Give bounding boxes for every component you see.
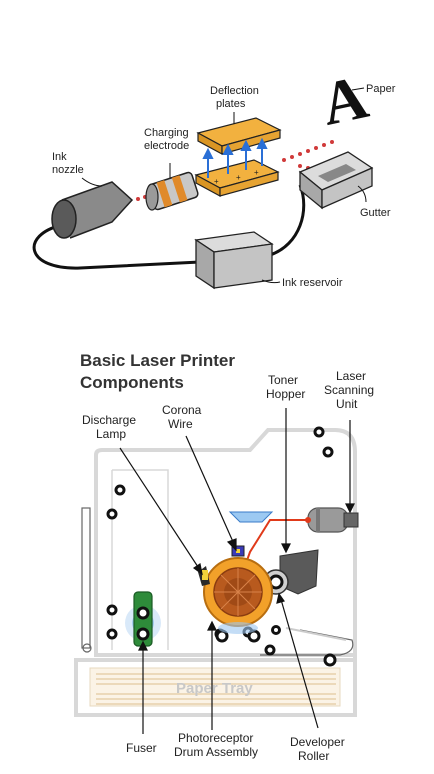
gutter — [300, 152, 372, 208]
label-ink-nozzle: Ink nozzle — [52, 151, 84, 176]
label-fuser: Fuser — [126, 741, 157, 755]
svg-text:+: + — [254, 168, 259, 177]
svg-text:+: + — [236, 173, 241, 182]
label-photoreceptor: Photoreceptor Drum Assembly — [174, 731, 258, 759]
laser-title: Basic Laser Printer Components — [80, 351, 240, 392]
roller-icon — [108, 630, 116, 638]
label-toner-hopper: Toner Hopper — [266, 373, 305, 401]
roller-icon — [325, 655, 335, 665]
ink-reservoir — [196, 232, 272, 288]
roller-icon — [108, 510, 116, 518]
label-corona-wire: Corona Wire — [162, 403, 205, 431]
svg-text:+: + — [214, 177, 219, 186]
laser-diagram: Basic Laser Printer Components Paper Tra… — [76, 351, 377, 763]
deflection-plates: + + + — [196, 118, 280, 196]
fuser — [125, 592, 161, 646]
inkjet-diagram: +++ A Ink nozzle Charg — [34, 63, 396, 289]
roller-icon — [266, 646, 274, 654]
label-charging-electrode: Charging electrode — [144, 127, 192, 152]
label-paper-tray: Paper Tray — [176, 680, 253, 697]
paper-glyph: A — [316, 63, 374, 139]
label-discharge-lamp: Discharge Lamp — [82, 413, 139, 441]
label-developer-roller: Developer Roller — [290, 735, 348, 763]
label-laser-scanning-unit: Laser Scanning Unit — [324, 369, 377, 411]
roller-icon — [324, 448, 332, 456]
roller-icon — [273, 627, 280, 634]
roller-icon — [315, 428, 323, 436]
charging-electrode — [146, 172, 199, 211]
label-deflection-plates: Deflection plates — [210, 85, 262, 110]
ink-nozzle — [52, 182, 132, 238]
roller-icon — [108, 606, 116, 614]
output-paper-guide — [82, 508, 90, 648]
label-paper: Paper — [366, 83, 396, 95]
roller-icon — [116, 486, 124, 494]
photoreceptor-drum — [204, 558, 272, 626]
label-ink-reservoir: Ink reservoir — [282, 277, 343, 289]
label-gutter: Gutter — [360, 207, 391, 219]
scanning-mirror — [230, 512, 272, 522]
